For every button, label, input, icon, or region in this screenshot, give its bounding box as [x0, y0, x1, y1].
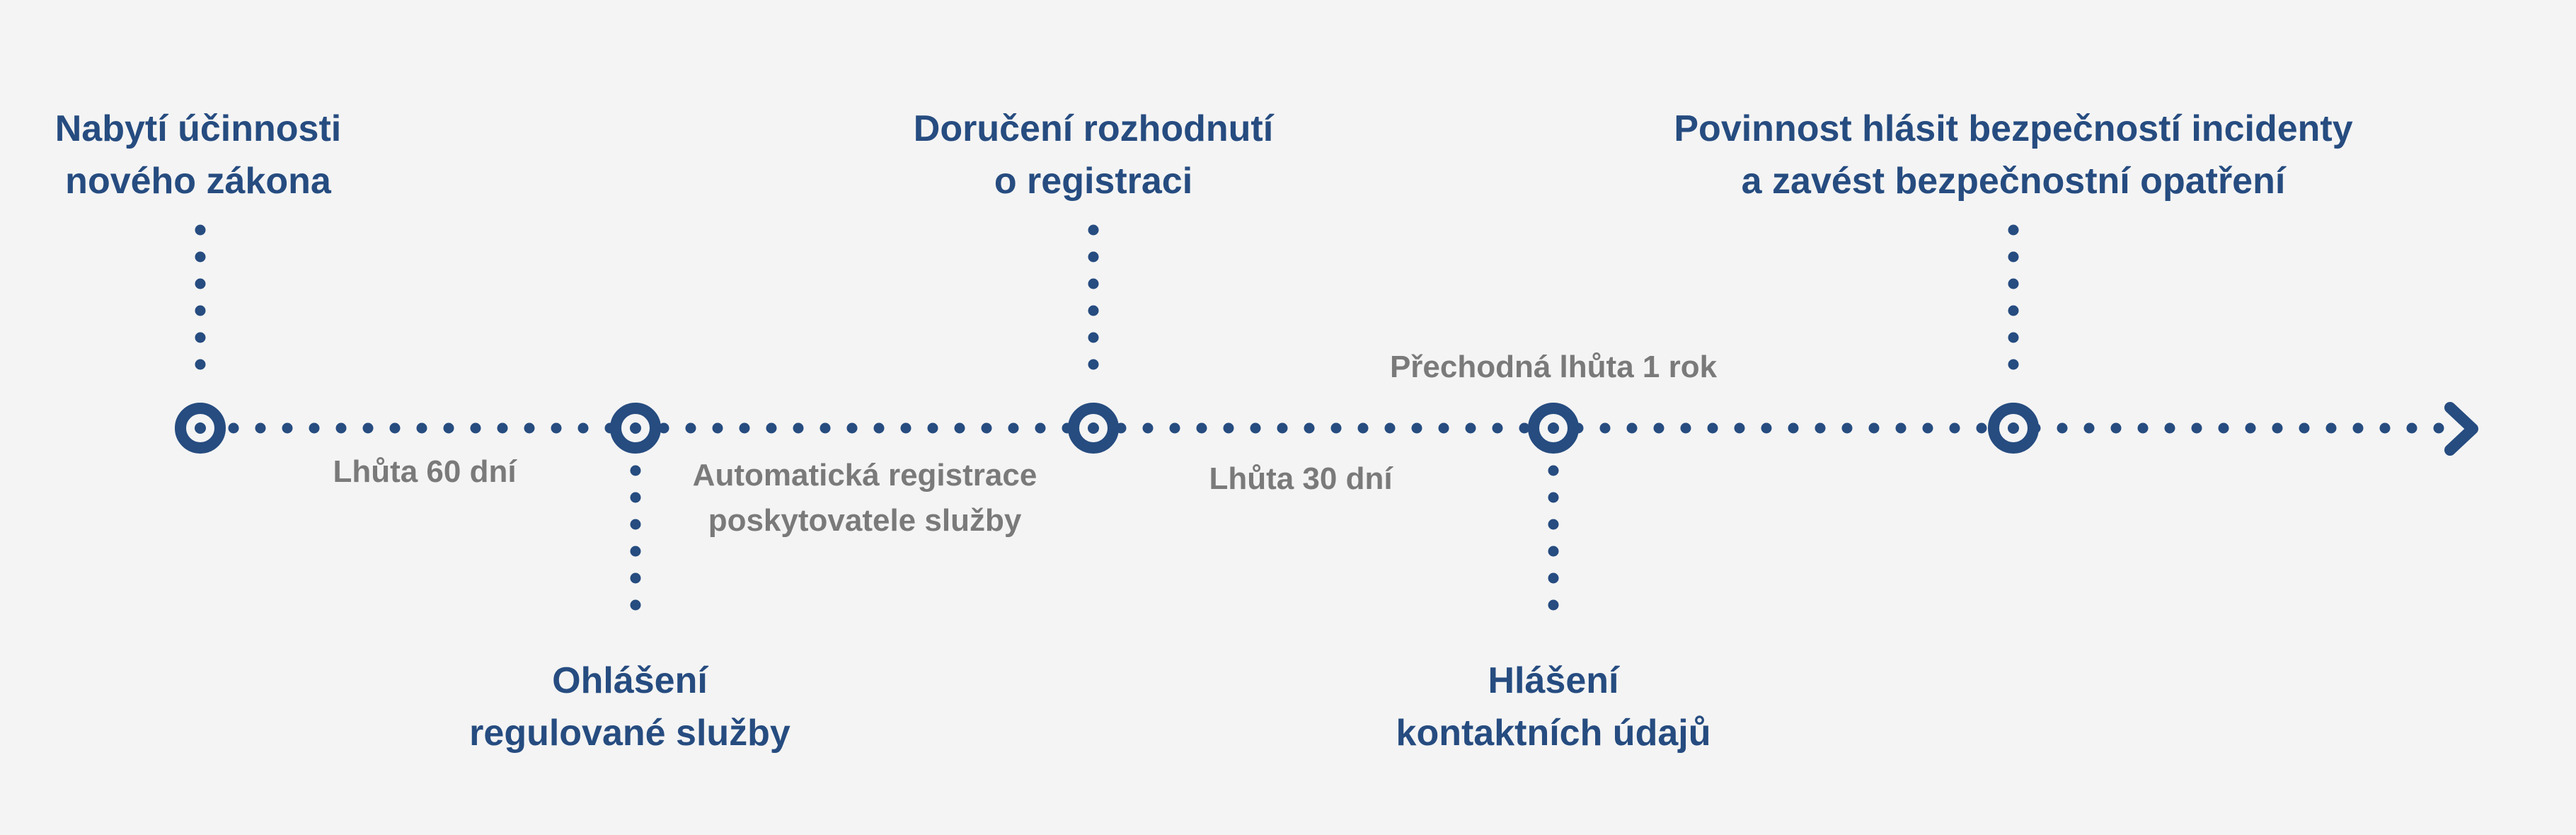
event-label-line: Hlášení — [1488, 660, 1619, 701]
period-label-autoreg: Automatická registrace poskytovatele slu… — [693, 453, 1037, 543]
event-label-line: o registraci — [994, 161, 1193, 202]
milestone-ring-icon — [1528, 403, 1579, 454]
event-label-line: Ohlášení — [552, 660, 708, 701]
event-label-hlaseni: Hlášení kontaktních údajů — [1396, 655, 1711, 759]
period-label-line: Přechodná lhůta 1 rok — [1389, 350, 1718, 384]
event-label-doruceni: Doručení rozhodnutí o registraci — [914, 103, 1273, 207]
period-label-lhuta60: Lhůta 60 dní — [333, 449, 516, 495]
event-label-povinnost: Povinnost hlásit bezpečností incidenty a… — [1674, 103, 2352, 207]
period-label-line: Lhůta 30 dní — [1209, 461, 1393, 496]
event-label-ohlaseni: Ohlášení regulované služby — [469, 655, 790, 759]
event-label-line: Nabytí účinnosti — [54, 108, 342, 149]
milestone-ring-icon — [1988, 403, 2039, 454]
milestone-ring-icon — [1068, 403, 1119, 454]
period-label-line: Automatická registrace — [692, 458, 1037, 493]
period-label-line: poskytovatele služby — [708, 503, 1022, 538]
milestone-ring-icon — [175, 403, 226, 454]
event-label-line: Povinnost hlásit bezpečností incidenty — [1674, 108, 2353, 149]
arrow-right-icon — [2444, 402, 2478, 456]
event-label-line: regulované služby — [469, 713, 790, 754]
milestone-ring-icon — [610, 403, 661, 454]
event-label-line: Doručení rozhodnutí — [913, 108, 1274, 149]
period-label-lhuta30: Lhůta 30 dní — [1209, 456, 1392, 502]
event-label-line: kontaktních údajů — [1396, 713, 1711, 754]
event-label-ucinnost: Nabytí účinnosti nového zákona — [55, 103, 341, 207]
period-label-prechodna: Přechodná lhůta 1 rok — [1390, 345, 1717, 390]
event-label-line: nového zákona — [65, 161, 331, 202]
event-label-line: a zavést bezpečnostní opatření — [1741, 161, 2286, 202]
period-label-line: Lhůta 60 dní — [333, 454, 517, 489]
